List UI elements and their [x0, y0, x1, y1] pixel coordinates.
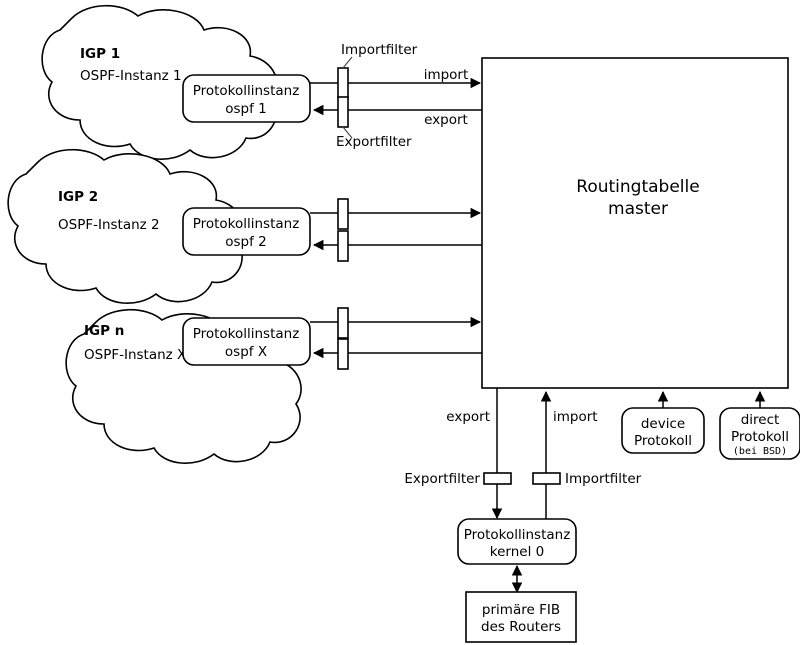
- kernel-export-label: export: [446, 409, 490, 425]
- routing-table-title-line1: Routingtabelle: [576, 177, 699, 197]
- cloud-subtitle-igp-2: OSPF-Instanz 2: [58, 217, 160, 233]
- routing-table-title-line2: master: [608, 199, 668, 219]
- igp-row-1: IGP 1 OSPF-Instanz 1 Protokollinstanz os…: [41, 5, 484, 160]
- export-filter-label-1: Exportfilter: [336, 134, 412, 150]
- protocol-instance-label-2b: ospf 2: [225, 234, 267, 250]
- direct-protocol-label-line2: Protokoll: [731, 429, 789, 445]
- fib-label-line1: primäre FIB: [482, 602, 560, 618]
- protocol-instance-label-3b: ospf X: [225, 344, 267, 360]
- export-filter-block-2[interactable]: [337, 230, 349, 262]
- kernel-instance-label-line2: kernel 0: [490, 544, 544, 560]
- protocol-instance-box-2[interactable]: [182, 207, 311, 256]
- direct-protocol-group: direct Protokoll (bei BSD): [719, 390, 800, 460]
- kernel-import-filter-label: Importfilter: [565, 471, 642, 487]
- export-filter-block-3[interactable]: [337, 338, 349, 370]
- fib-label-line2: des Routers: [481, 619, 561, 635]
- import-filter-block-1[interactable]: [337, 67, 349, 99]
- import-filter-leader-1: [342, 56, 353, 69]
- igp-row-3: IGP n OSPF-Instanz X Protokollinstanz os…: [65, 307, 484, 464]
- protocol-instance-box-3[interactable]: [182, 317, 311, 366]
- import-filter-block-kernel[interactable]: [532, 472, 561, 485]
- protocol-instance-label-3a: Protokollinstanz: [193, 326, 300, 342]
- kernel-instance-label-line1: Protokollinstanz: [464, 527, 571, 543]
- routing-table-master-box[interactable]: [481, 57, 789, 389]
- direct-protocol-label-line3: (bei BSD): [733, 446, 787, 457]
- import-filter-block-3[interactable]: [337, 307, 349, 339]
- cloud-title-igp-1: IGP 1: [80, 46, 120, 62]
- device-protocol-label-line2: Protokoll: [634, 433, 692, 449]
- import-filter-label-1: Importfilter: [341, 42, 418, 58]
- export-filter-block-1[interactable]: [337, 96, 349, 128]
- export-filter-block-kernel[interactable]: [483, 472, 512, 485]
- cloud-subtitle-igp-3: OSPF-Instanz X: [84, 347, 186, 363]
- igp-row-2: IGP 2 OSPF-Instanz 2 Protokollinstanz os…: [7, 149, 484, 304]
- export-label-1: export: [424, 112, 468, 128]
- import-label-1: import: [424, 67, 469, 83]
- cloud-shape-igp-2: [7, 149, 244, 304]
- device-protocol-box[interactable]: [621, 407, 705, 454]
- device-protocol-group: device Protokoll: [621, 390, 705, 454]
- protocol-instance-label-1a: Protokollinstanz: [193, 83, 300, 99]
- fib-box[interactable]: [465, 591, 577, 643]
- cloud-subtitle-igp-1: OSPF-Instanz 1: [80, 68, 182, 84]
- device-protocol-label-line1: device: [641, 416, 685, 432]
- cloud-title-igp-3: IGP n: [84, 323, 124, 339]
- direct-protocol-label-line1: direct: [741, 412, 780, 428]
- import-filter-block-2[interactable]: [337, 198, 349, 230]
- protocol-instance-label-2a: Protokollinstanz: [193, 216, 300, 232]
- direct-protocol-box[interactable]: [719, 407, 800, 460]
- kernel-section: export import Exportfilter Importfilter …: [404, 388, 642, 643]
- export-filter-leader-1: [342, 126, 353, 139]
- kernel-instance-box[interactable]: [457, 518, 577, 565]
- protocol-instance-label-1b: ospf 1: [225, 101, 267, 117]
- cloud-title-igp-2: IGP 2: [58, 189, 98, 205]
- protocol-instance-box-1[interactable]: [182, 74, 311, 123]
- kernel-export-filter-label: Exportfilter: [404, 471, 480, 487]
- kernel-import-label: import: [553, 409, 598, 425]
